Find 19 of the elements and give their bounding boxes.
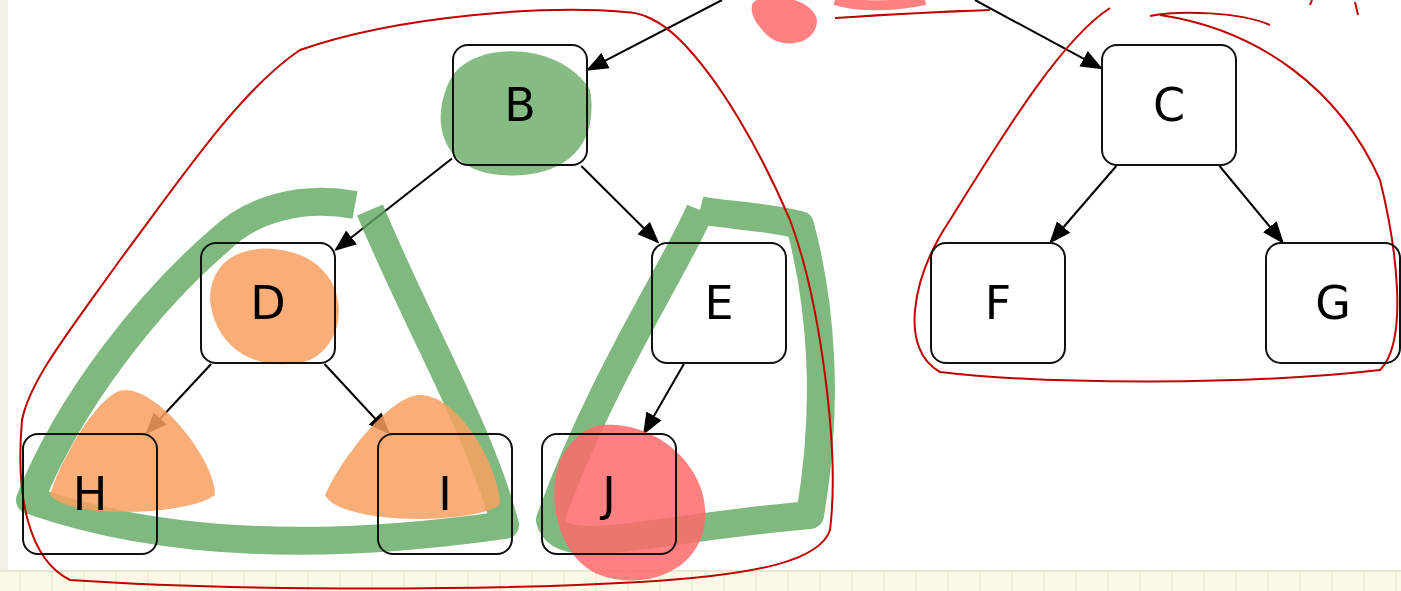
node-label: I <box>438 467 452 521</box>
node-label: D <box>250 276 286 330</box>
tree-node-box <box>1101 44 1237 166</box>
tree-node-box <box>1265 242 1401 364</box>
node-label: H <box>72 467 108 521</box>
node-label: J <box>602 467 616 521</box>
node-label: B <box>504 78 536 132</box>
tree-node-box <box>651 242 787 364</box>
node-label: F <box>984 276 1012 330</box>
node-label: G <box>1315 276 1351 330</box>
arrow <box>1049 165 1118 244</box>
arrow <box>974 0 1103 70</box>
node-label: C <box>1152 78 1186 132</box>
arrow <box>1218 165 1284 244</box>
node-label: E <box>704 276 734 330</box>
arrow <box>586 0 723 71</box>
arrow <box>580 165 660 244</box>
tree-node-box <box>930 242 1066 364</box>
arrow <box>643 363 685 435</box>
